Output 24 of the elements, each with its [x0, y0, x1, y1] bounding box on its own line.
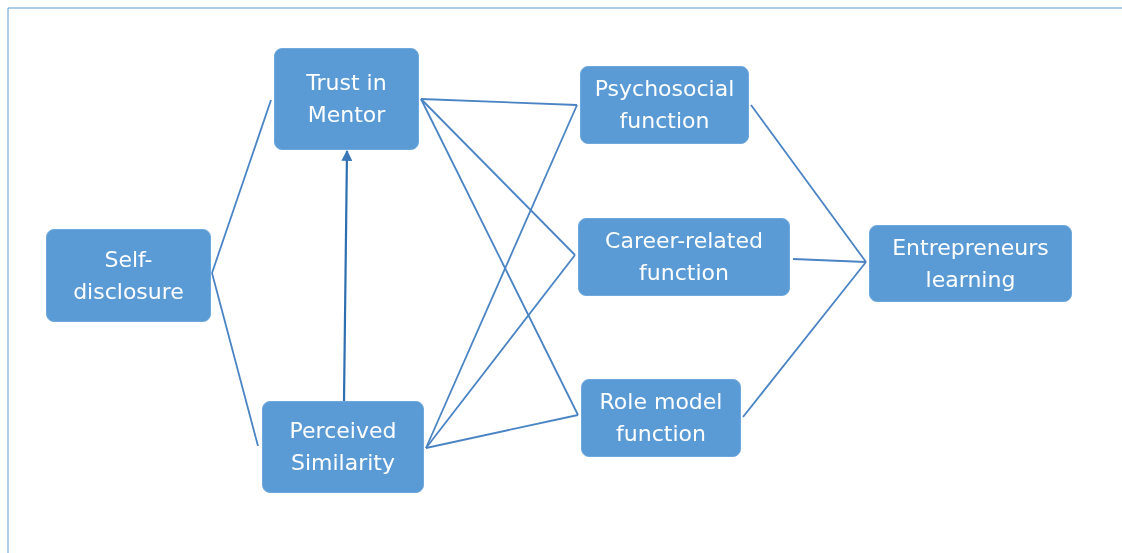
connector-line [425, 254, 576, 449]
connector-line [420, 98, 576, 256]
process-box [274, 48, 419, 150]
connector-line [211, 99, 272, 274]
node-label: Self-disclosure [72, 245, 185, 306]
connector-line [792, 258, 867, 263]
node-label: Perceived Similarity [288, 417, 398, 477]
node-label: Psychosocial function [593, 75, 736, 135]
connector-line [742, 261, 867, 418]
process-box [869, 225, 1072, 302]
node-label: Entrepreneurs learning [891, 233, 1050, 294]
process-box [580, 66, 749, 144]
node-label: Role model function [598, 388, 724, 448]
process-box [581, 379, 741, 457]
connector-line [750, 104, 867, 263]
node-label: Career-related function [604, 227, 764, 287]
node-label: Trust in Mentor [305, 69, 388, 129]
process-box [46, 229, 211, 322]
process-box [578, 218, 790, 296]
connector-line [420, 98, 578, 106]
arrow [341, 149, 353, 401]
process-box [262, 401, 424, 493]
connector-line [211, 272, 259, 447]
connector-line [425, 414, 579, 449]
